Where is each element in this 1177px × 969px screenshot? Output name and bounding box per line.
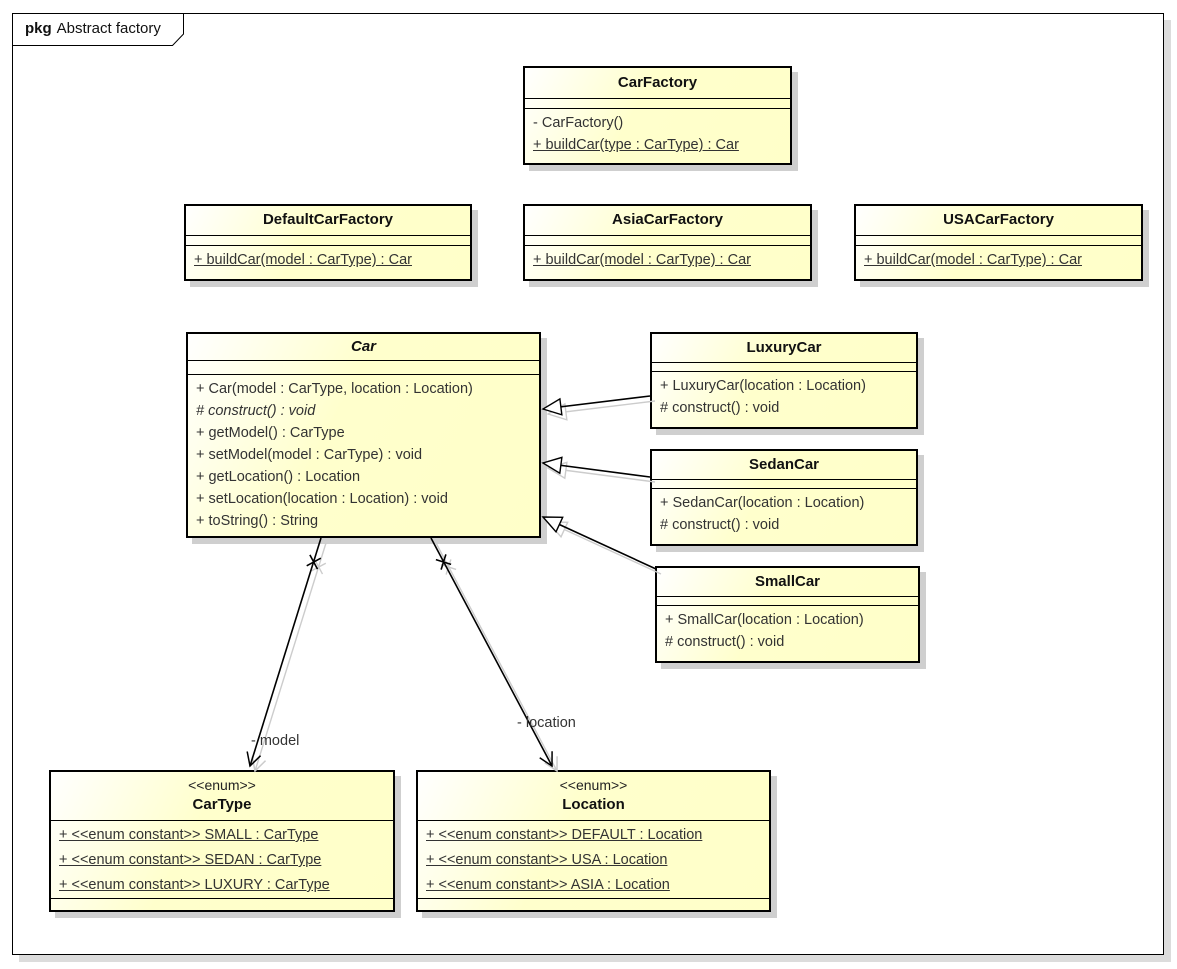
operations-compartment: + SmallCar(location : Location) # constru… bbox=[657, 605, 918, 661]
class-box-Car[interactable]: Car + Car(model : CarType, location : Loc… bbox=[186, 332, 541, 538]
class-box-Location[interactable]: <<enum>> Location + <<enum constant>> DEFA… bbox=[416, 770, 771, 912]
class-title-compartment: LuxuryCar bbox=[652, 334, 916, 362]
member-row: + buildCar(model : CarType) : Car bbox=[533, 252, 751, 268]
operations-compartment: - CarFactory() + buildCar(type : CarType)… bbox=[525, 108, 790, 163]
class-name: SedanCar bbox=[748, 455, 820, 473]
class-name: DefaultCarFactory bbox=[262, 211, 394, 229]
member-row: + getLocation() : Location bbox=[196, 469, 361, 485]
class-title-compartment: <<enum>> Location bbox=[418, 772, 769, 820]
member-row: # construct() : void bbox=[660, 400, 780, 416]
member-row: + <<enum constant>> SMALL : CarType bbox=[59, 827, 319, 843]
class-name: CarFactory bbox=[617, 73, 698, 91]
class-box-AsiaCarFactory[interactable]: AsiaCarFactory + buildCar(model : CarType… bbox=[523, 204, 812, 281]
package-title: Abstract factory bbox=[56, 20, 161, 37]
member-row: + <<enum constant>> LUXURY : CarType bbox=[59, 877, 330, 893]
class-title-compartment: CarFactory bbox=[525, 68, 790, 98]
class-name: Car bbox=[350, 337, 376, 355]
operations-compartment: + LuxuryCar(location : Location) # constr… bbox=[652, 371, 916, 427]
class-title-compartment: Car bbox=[188, 334, 539, 360]
class-box-CarType[interactable]: <<enum>> CarType + <<enum constant>> SMALL… bbox=[49, 770, 395, 912]
package-tab-shape bbox=[12, 13, 184, 46]
association-label-location: - location bbox=[517, 715, 576, 731]
member-row: + <<enum constant>> SEDAN : CarType bbox=[59, 852, 322, 868]
package-keyword: pkg bbox=[25, 20, 52, 37]
attributes-compartment bbox=[525, 235, 810, 245]
class-box-DefaultCarFactory[interactable]: DefaultCarFactory + buildCar(model : CarT… bbox=[184, 204, 472, 281]
member-row: + getModel() : CarType bbox=[196, 425, 345, 441]
class-box-SedanCar[interactable]: SedanCar + SedanCar(location : Location) #… bbox=[650, 449, 918, 546]
member-row: + toString() : String bbox=[196, 513, 319, 529]
attributes-compartment bbox=[186, 235, 470, 245]
member-row: + SmallCar(location : Location) bbox=[665, 612, 864, 628]
class-name: CarType bbox=[192, 796, 252, 814]
attributes-compartment bbox=[856, 235, 1141, 245]
operations-compartment: + buildCar(model : CarType) : Car bbox=[525, 245, 810, 279]
class-title-compartment: AsiaCarFactory bbox=[525, 206, 810, 235]
member-row: + <<enum constant>> USA : Location bbox=[426, 852, 668, 868]
operations-compartment: + buildCar(model : CarType) : Car bbox=[856, 245, 1141, 279]
attributes-compartment: + <<enum constant>> SMALL : CarType + <<e… bbox=[51, 820, 393, 898]
stereotype-label: <<enum>> bbox=[559, 777, 628, 794]
operations-compartment: + Car(model : CarType, location : Locati… bbox=[188, 374, 539, 536]
class-box-SmallCar[interactable]: SmallCar + SmallCar(location : Location) #… bbox=[655, 566, 920, 663]
member-row: + buildCar(model : CarType) : Car bbox=[194, 252, 412, 268]
attributes-compartment bbox=[652, 362, 916, 371]
member-row: + <<enum constant>> ASIA : Location bbox=[426, 877, 670, 893]
attributes-compartment bbox=[525, 98, 790, 108]
member-row: + LuxuryCar(location : Location) bbox=[660, 378, 866, 394]
class-box-USACarFactory[interactable]: USACarFactory + buildCar(model : CarType)… bbox=[854, 204, 1143, 281]
class-name: LuxuryCar bbox=[746, 338, 822, 356]
member-row: + setLocation(location : Location) : voi… bbox=[196, 491, 448, 507]
member-row: + setModel(model : CarType) : void bbox=[196, 447, 423, 463]
class-title-compartment: SedanCar bbox=[652, 451, 916, 479]
attributes-compartment bbox=[657, 596, 918, 605]
operations-compartment: + buildCar(model : CarType) : Car bbox=[186, 245, 470, 279]
member-row: + buildCar(type : CarType) : Car bbox=[533, 137, 739, 153]
member-row: # construct() : void bbox=[196, 403, 316, 419]
class-box-LuxuryCar[interactable]: LuxuryCar + LuxuryCar(location : Location… bbox=[650, 332, 918, 429]
attributes-compartment: + <<enum constant>> DEFAULT : Location + … bbox=[418, 820, 769, 898]
class-title-compartment: SmallCar bbox=[657, 568, 918, 596]
stereotype-label: <<enum>> bbox=[188, 777, 256, 794]
operations-compartment bbox=[51, 898, 393, 910]
class-name: AsiaCarFactory bbox=[612, 211, 723, 229]
member-row: # construct() : void bbox=[665, 634, 785, 650]
class-name: USACarFactory bbox=[943, 211, 1054, 229]
member-row: - CarFactory() bbox=[533, 115, 624, 131]
attributes-compartment bbox=[188, 360, 539, 374]
member-row: + Car(model : CarType, location : Locati… bbox=[196, 381, 473, 397]
association-label-model: - model bbox=[251, 733, 300, 749]
attributes-compartment bbox=[652, 479, 916, 488]
operations-compartment: + SedanCar(location : Location) # constru… bbox=[652, 488, 916, 544]
class-title-compartment: <<enum>> CarType bbox=[51, 772, 393, 820]
class-box-CarFactory[interactable]: CarFactory - CarFactory() + buildCar(type … bbox=[523, 66, 792, 165]
class-title-compartment: DefaultCarFactory bbox=[186, 206, 470, 235]
member-row: + SedanCar(location : Location) bbox=[660, 495, 865, 511]
operations-compartment bbox=[418, 898, 769, 910]
member-row: + buildCar(model : CarType) : Car bbox=[864, 252, 1082, 268]
class-name: Location bbox=[562, 796, 625, 814]
class-title-compartment: USACarFactory bbox=[856, 206, 1141, 235]
member-row: # construct() : void bbox=[660, 517, 780, 533]
member-row: + <<enum constant>> DEFAULT : Location bbox=[426, 827, 703, 843]
class-name: SmallCar bbox=[754, 572, 821, 590]
